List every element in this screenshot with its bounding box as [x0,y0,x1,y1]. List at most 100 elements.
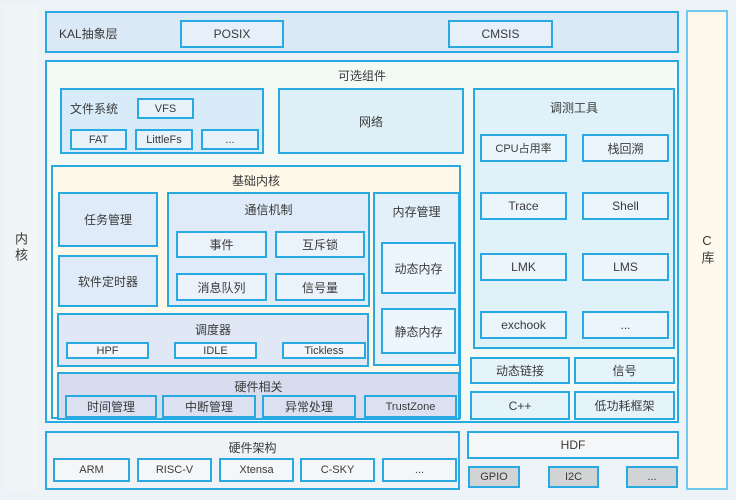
mutex-box: 互斥锁 [275,231,365,258]
hardware-related-title: 硬件相关 [234,380,283,394]
message-queue-box: 消息队列 [176,273,267,301]
low-power-framework-label: 低功耗框架 [594,399,655,413]
shell-box: Shell [582,192,669,220]
gpio-box: GPIO [468,466,520,488]
filesystem-more-label: ... [225,133,235,146]
memory-management-title: 内存管理 [392,205,441,219]
clib-side-label: C库 [699,233,715,267]
scheduler-title: 调度器 [194,323,231,337]
time-management-label: 时间管理 [86,400,135,414]
signal-label: 信号 [612,364,637,378]
lmk-box: LMK [480,253,567,281]
debug-tools-box: 调测工具 CPU占用率 栈回溯 Trace Shell LMK LMS exch… [473,88,675,349]
filesystem-box: 文件系统 VFS FAT LittleFs ... [60,88,264,154]
cmsis-box: CMSIS [448,20,553,48]
optional-components-box: 可选组件 文件系统 VFS FAT LittleFs ... 网络 调测工具 C… [45,60,679,423]
exception-handling-label: 异常处理 [284,400,333,414]
kernel-side-label: 内核 [13,231,28,264]
software-timer-label: 软件定时器 [77,274,138,289]
trace-label: Trace [508,199,539,213]
basic-kernel-box: 基础内核 任务管理 软件定时器 通信机制 事件 互斥锁 消息队列 信号量 内存管 [51,165,461,420]
low-power-framework-box: 低功耗框架 [574,391,675,420]
fat-label: FAT [88,133,109,146]
kal-layer-box: KAL抽象层 POSIX CMSIS [45,11,679,53]
csky-box: C-SKY [300,458,375,482]
arm-label: ARM [79,464,104,476]
dynamic-memory-label: 动态内存 [394,261,443,276]
message-queue-label: 消息队列 [197,280,246,295]
cpp-box: C++ [470,391,570,420]
static-memory-box: 静态内存 [381,308,456,354]
filesystem-more-box: ... [201,129,259,150]
time-management-box: 时间管理 [65,395,157,418]
littlefs-label: LittleFs [146,133,182,146]
fat-box: FAT [70,129,127,150]
stack-backtrace-label: 栈回溯 [607,141,644,156]
task-management-box: 任务管理 [58,192,158,247]
event-label: 事件 [209,238,234,252]
lms-label: LMS [613,260,638,274]
cpu-usage-label: CPU占用率 [495,143,552,155]
hpf-label: HPF [96,344,119,357]
vfs-box: VFS [137,98,194,119]
filesystem-title: 文件系统 [70,102,119,116]
kernel-side-strip: 内核 [4,5,37,490]
debug-more-label: ... [620,318,631,332]
hdf-more-label: ... [647,471,657,483]
riscv-box: RISC-V [137,458,212,482]
debug-more-box: ... [582,311,669,339]
cpp-label: C++ [508,398,532,413]
scheduler-box: 调度器 HPF IDLE Tickless [57,313,369,367]
dynamic-link-box: 动态链接 [470,357,570,384]
hardware-architecture-box: 硬件架构 ARM RISC-V Xtensa C-SKY ... [45,431,460,490]
software-timer-box: 软件定时器 [58,255,158,307]
optional-components-title: 可选组件 [337,69,386,83]
ipc-box: 通信机制 事件 互斥锁 消息队列 信号量 [167,192,370,307]
trustzone-label: TrustZone [385,400,436,413]
trace-box: Trace [480,192,567,220]
basic-kernel-title: 基础内核 [231,174,280,188]
i2c-label: I2C [564,471,583,483]
stack-backtrace-box: 栈回溯 [582,134,669,162]
cpu-usage-box: CPU占用率 [480,134,567,162]
ipc-title: 通信机制 [244,203,293,217]
trustzone-box: TrustZone [364,395,457,418]
mutex-label: 互斥锁 [301,238,338,252]
interrupt-management-label: 中断管理 [184,400,233,414]
static-memory-label: 静态内存 [394,324,443,339]
hpf-box: HPF [66,342,149,359]
xtensa-label: Xtensa [239,464,274,476]
hdf-label: HDF [560,438,586,452]
lmk-label: LMK [511,260,536,274]
arch-more-box: ... [382,458,457,482]
i2c-box: I2C [548,466,599,488]
vfs-label: VFS [154,102,177,115]
event-box: 事件 [176,231,267,258]
hdf-box: HDF [467,431,679,459]
lms-box: LMS [582,253,669,281]
dynamic-link-label: 动态链接 [495,364,544,378]
littlefs-box: LittleFs [135,129,193,150]
dynamic-memory-box: 动态内存 [381,242,456,294]
exchook-label: exchook [501,318,546,332]
posix-label: POSIX [213,27,251,41]
tickless-label: Tickless [304,344,344,357]
task-management-label: 任务管理 [83,213,132,227]
idle-label: IDLE [203,344,228,357]
arm-box: ARM [53,458,130,482]
semaphore-label: 信号量 [301,280,338,295]
riscv-label: RISC-V [155,464,194,476]
network-label: 网络 [358,114,383,129]
csky-label: C-SKY [320,464,355,476]
kal-layer-label: KAL抽象层 [59,27,118,41]
shell-label: Shell [612,199,639,213]
hdf-more-box: ... [626,466,678,488]
signal-box: 信号 [574,357,675,384]
tickless-box: Tickless [282,342,366,359]
exchook-box: exchook [480,311,567,339]
hardware-related-box: 硬件相关 时间管理 中断管理 异常处理 TrustZone [57,372,460,420]
xtensa-box: Xtensa [219,458,294,482]
semaphore-box: 信号量 [275,273,365,301]
hardware-architecture-title: 硬件架构 [228,441,277,455]
interrupt-management-box: 中断管理 [162,395,256,418]
